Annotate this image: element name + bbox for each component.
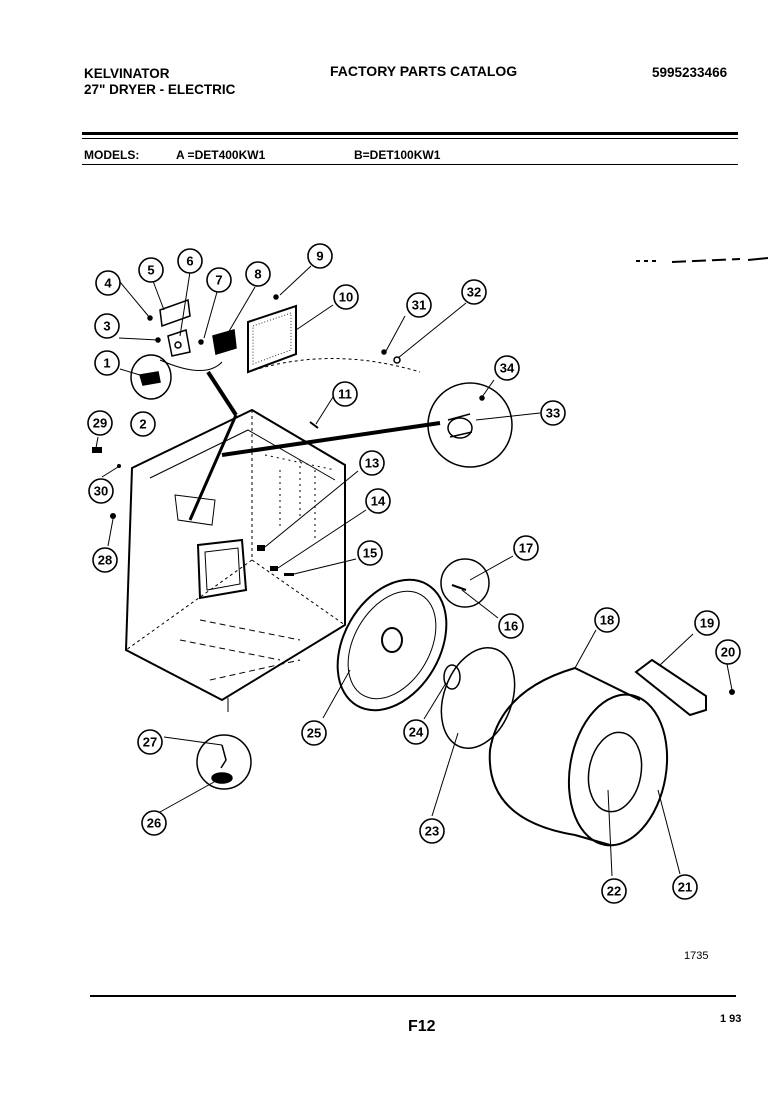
svg-text:31: 31 bbox=[412, 298, 426, 313]
svg-text:19: 19 bbox=[700, 616, 714, 631]
bulkhead bbox=[336, 578, 448, 712]
callout-31: 31 bbox=[406, 292, 432, 318]
svg-text:17: 17 bbox=[519, 541, 533, 556]
svg-text:29: 29 bbox=[93, 416, 107, 431]
cabinet bbox=[124, 408, 346, 712]
callout-1: 1 bbox=[94, 350, 120, 376]
drum-seal-parts bbox=[440, 647, 516, 749]
callout-7: 7 bbox=[206, 267, 232, 293]
product-name: 27" DRYER - ELECTRIC bbox=[84, 82, 236, 97]
svg-text:8: 8 bbox=[254, 267, 261, 282]
svg-text:11: 11 bbox=[338, 387, 352, 402]
brand-block: KELVINATOR 27" DRYER - ELECTRIC bbox=[84, 66, 235, 98]
callout-22: 22 bbox=[601, 878, 627, 904]
callout-25: 25 bbox=[301, 720, 327, 746]
callout-27: 27 bbox=[137, 729, 163, 755]
svg-text:34: 34 bbox=[500, 361, 515, 376]
models-label: MODELS: bbox=[84, 148, 140, 162]
control-parts bbox=[130, 294, 297, 400]
model-b: B=DET100KW1 bbox=[354, 148, 441, 162]
callout-leaders bbox=[95, 265, 733, 877]
callout-28: 28 bbox=[92, 547, 118, 573]
header-rule-thick bbox=[82, 132, 738, 135]
svg-text:10: 10 bbox=[339, 290, 353, 305]
svg-text:14: 14 bbox=[371, 494, 386, 509]
callout-3: 3 bbox=[94, 313, 120, 339]
svg-text:25: 25 bbox=[307, 726, 321, 741]
svg-text:24: 24 bbox=[409, 725, 424, 740]
svg-text:28: 28 bbox=[98, 553, 112, 568]
svg-text:21: 21 bbox=[678, 880, 692, 895]
seal-detail bbox=[440, 558, 490, 608]
header-rule-thin bbox=[82, 138, 738, 139]
callout-4: 4 bbox=[95, 270, 121, 296]
callout-21: 21 bbox=[672, 874, 698, 900]
callout-30: 30 bbox=[88, 478, 114, 504]
svg-text:23: 23 bbox=[425, 824, 439, 839]
models-rule bbox=[82, 164, 738, 165]
svg-text:13: 13 bbox=[365, 456, 379, 471]
callout-9: 9 bbox=[307, 243, 333, 269]
leader-lines bbox=[206, 358, 441, 457]
leveling-leg-detail bbox=[196, 734, 252, 790]
callout-15: 15 bbox=[357, 540, 383, 566]
callout-17: 17 bbox=[513, 535, 539, 561]
callout-19: 19 bbox=[694, 610, 720, 636]
callout-32: 32 bbox=[461, 279, 487, 305]
svg-text:16: 16 bbox=[504, 619, 518, 634]
callout-6: 6 bbox=[177, 248, 203, 274]
svg-text:2: 2 bbox=[139, 417, 146, 432]
callout-29: 29 bbox=[87, 410, 113, 436]
svg-text:32: 32 bbox=[467, 285, 481, 300]
svg-text:7: 7 bbox=[215, 273, 222, 288]
svg-text:9: 9 bbox=[316, 249, 323, 264]
svg-text:3: 3 bbox=[103, 319, 110, 334]
catalog-title: FACTORY PARTS CATALOG bbox=[330, 63, 518, 79]
callout-10: 10 bbox=[333, 284, 359, 310]
callout-2: 2 bbox=[130, 411, 156, 437]
svg-text:18: 18 bbox=[600, 613, 614, 628]
drawing-code: 1735 bbox=[684, 950, 709, 962]
callout-20: 20 bbox=[715, 639, 741, 665]
callout-18: 18 bbox=[594, 607, 620, 633]
callout-33: 33 bbox=[540, 400, 566, 426]
svg-text:26: 26 bbox=[147, 816, 161, 831]
drum bbox=[488, 667, 669, 847]
callout-8: 8 bbox=[245, 261, 271, 287]
callout-26: 26 bbox=[141, 810, 167, 836]
thermostat-detail bbox=[309, 349, 513, 468]
svg-text:30: 30 bbox=[94, 484, 108, 499]
print-date: 1 93 bbox=[720, 1013, 742, 1025]
scan-marks bbox=[636, 257, 768, 263]
model-a: A =DET400KW1 bbox=[176, 148, 266, 162]
svg-text:5: 5 bbox=[147, 263, 154, 278]
svg-text:33: 33 bbox=[546, 406, 560, 421]
callout-34: 34 bbox=[494, 355, 520, 381]
callout-13: 13 bbox=[359, 450, 385, 476]
svg-text:20: 20 bbox=[721, 645, 735, 660]
callout-16: 16 bbox=[498, 613, 524, 639]
svg-text:4: 4 bbox=[104, 276, 112, 291]
cabinet-clips bbox=[257, 545, 294, 576]
part-number: 5995233466 bbox=[652, 65, 728, 80]
brand-name: KELVINATOR bbox=[84, 66, 170, 81]
svg-text:22: 22 bbox=[607, 884, 621, 899]
svg-text:27: 27 bbox=[143, 735, 157, 750]
callout-14: 14 bbox=[365, 488, 391, 514]
callout-5: 5 bbox=[138, 257, 164, 283]
callout-23: 23 bbox=[419, 818, 445, 844]
page-label: F12 bbox=[408, 1018, 436, 1035]
svg-text:1: 1 bbox=[103, 356, 110, 371]
footer-rule bbox=[90, 995, 736, 997]
svg-text:6: 6 bbox=[186, 254, 193, 269]
callout-11: 11 bbox=[332, 381, 358, 407]
callout-24: 24 bbox=[403, 719, 429, 745]
svg-text:15: 15 bbox=[363, 546, 377, 561]
